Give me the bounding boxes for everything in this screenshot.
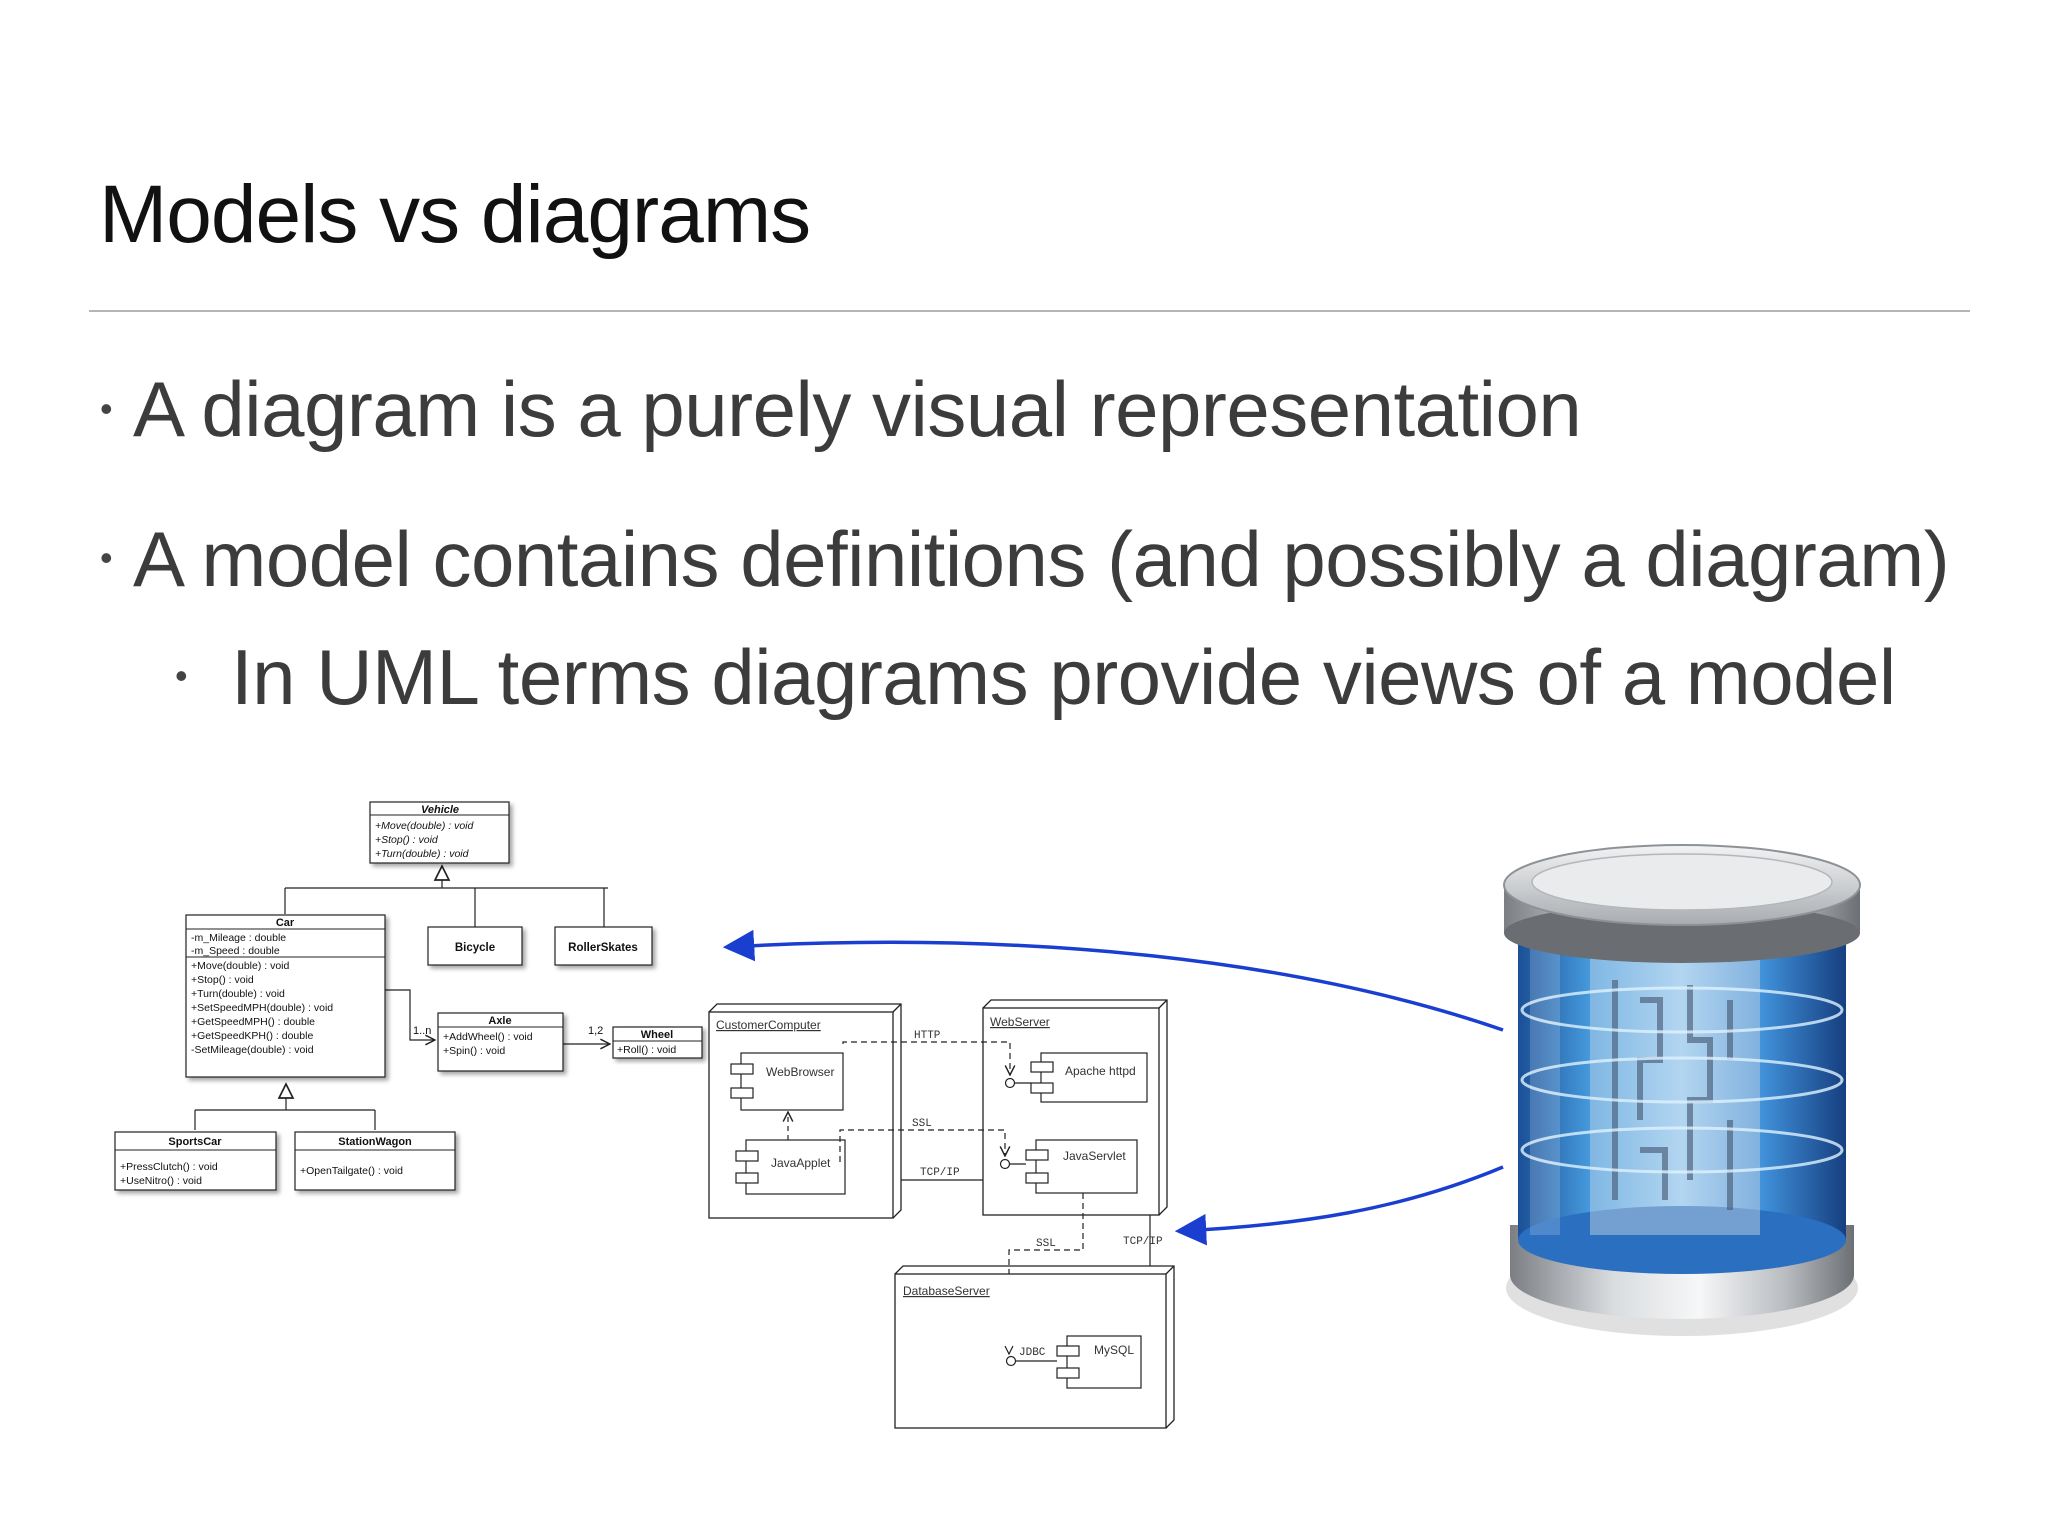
http-label: HTTP	[914, 1030, 941, 1042]
sportscar-op: +PressClutch() : void	[120, 1161, 218, 1173]
uml-class-diagram: 1..n 1,2 Vehicle +Move(double) : void +S…	[115, 802, 702, 1190]
wheel-op: +Roll() : void	[617, 1044, 676, 1056]
class-bicycle-name: Bicycle	[455, 942, 495, 954]
customer-computer-label: CustomerComputer	[716, 1018, 821, 1032]
car-attr: -m_Speed : double	[191, 945, 280, 957]
car-op: -SetMileage(double) : void	[191, 1044, 314, 1056]
arrow-to-deployment-diagram	[1180, 1167, 1503, 1231]
car-op: +Turn(double) : void	[191, 988, 285, 1000]
apache-label: Apache httpd	[1065, 1064, 1136, 1078]
web-server-label: WebServer	[990, 1015, 1050, 1029]
javaapplet-label: JavaApplet	[771, 1156, 831, 1170]
axle-op: +AddWheel() : void	[443, 1031, 533, 1043]
car-op: +GetSpeedMPH() : double	[191, 1016, 315, 1028]
class-sportscar-name: SportsCar	[168, 1136, 222, 1148]
car-op: +Stop() : void	[191, 974, 254, 986]
axle-op: +Spin() : void	[443, 1045, 505, 1057]
mult-car-axle: 1..n	[413, 1025, 431, 1037]
car-op: +Move(double) : void	[191, 960, 290, 972]
class-rollerskates-name: RollerSkates	[568, 942, 638, 954]
tcpip-label-1: TCP/IP	[920, 1167, 960, 1179]
database-cylinder-icon	[1504, 845, 1860, 1336]
vehicle-op: +Move(double) : void	[375, 820, 475, 832]
class-stationwagon-name: StationWagon	[338, 1136, 412, 1148]
jdbc-label: JDBC	[1019, 1347, 1046, 1359]
mysql-label: MySQL	[1094, 1343, 1134, 1357]
ssl-label-2: SSL	[1036, 1238, 1056, 1250]
uml-deployment-diagram: CustomerComputer WebBrowser JavaApplet W…	[709, 1000, 1174, 1428]
tcpip-label-2: TCP/IP	[1123, 1236, 1163, 1248]
car-op: +SetSpeedMPH(double) : void	[191, 1002, 333, 1014]
component-webbrowser	[731, 1053, 843, 1110]
class-wheel-name: Wheel	[641, 1029, 673, 1041]
car-op: +GetSpeedKPH() : double	[191, 1030, 313, 1042]
sportscar-op: +UseNitro() : void	[120, 1175, 202, 1187]
vehicle-op: +Turn(double) : void	[375, 848, 470, 860]
class-vehicle-name: Vehicle	[421, 804, 459, 816]
car-attr: -m_Mileage : double	[191, 932, 286, 944]
database-server-label: DatabaseServer	[903, 1284, 990, 1298]
component-javaservlet	[1026, 1140, 1137, 1193]
vehicle-op: +Stop() : void	[375, 834, 439, 846]
javaservlet-label: JavaServlet	[1063, 1149, 1126, 1163]
class-axle-name: Axle	[488, 1015, 511, 1027]
webbrowser-label: WebBrowser	[766, 1065, 834, 1079]
mult-axle-wheel: 1,2	[588, 1025, 603, 1037]
stationwagon-op: +OpenTailgate() : void	[300, 1165, 403, 1177]
ssl-label-1: SSL	[912, 1118, 932, 1130]
class-car-name: Car	[276, 917, 295, 929]
